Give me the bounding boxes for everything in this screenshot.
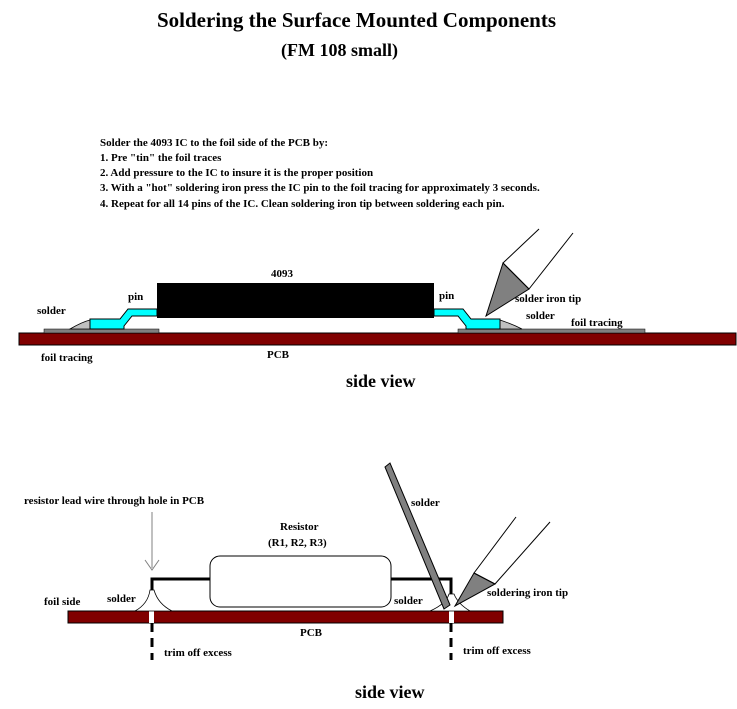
lead-wire-label: resistor lead wire through hole in PCB — [24, 495, 205, 507]
resistor-body — [209, 555, 392, 608]
top-solder-left — [68, 319, 91, 330]
pin-left-label: pin — [128, 291, 144, 303]
resistor-label: Resistor — [280, 521, 319, 533]
soldering-iron-tip-label: soldering iron tip — [487, 587, 569, 599]
foil-right-label: foil tracing — [571, 317, 623, 329]
bottom-solder-right — [429, 593, 472, 612]
lead-wire-arrow — [144, 559, 160, 571]
instructions-heading: Solder the 4093 IC to the foil side of t… — [100, 137, 329, 149]
page-subtitle: (FM 108 small) — [281, 40, 398, 60]
side-view-label-bottom: side view — [355, 682, 425, 702]
instruction-step-2: 2. Add pressure to the IC to insure it i… — [100, 167, 374, 179]
pin-right-label: pin — [439, 290, 455, 302]
foil-side-label: foil side — [44, 596, 81, 608]
solder-right-label-bottom: solder — [394, 595, 423, 607]
foil-left-label: foil tracing — [41, 352, 93, 364]
ic-body — [157, 283, 434, 318]
solder-left-label: solder — [37, 305, 66, 317]
instruction-step-3: 3. With a "hot" soldering iron press the… — [100, 182, 540, 194]
instruction-step-4: 4. Repeat for all 14 pins of the IC. Cle… — [100, 198, 505, 210]
instruction-step-1: 1. Pre "tin" the foil traces — [100, 152, 222, 164]
ic-label: 4093 — [271, 268, 293, 280]
top-solder-right — [499, 319, 523, 330]
ic-pin-left — [89, 308, 158, 330]
ic-pin-right — [433, 308, 501, 330]
solder-stick — [384, 462, 451, 610]
page-title: Soldering the Surface Mounted Components — [156, 8, 556, 32]
bottom-solder-left — [134, 589, 173, 612]
side-view-label-top: side view — [346, 371, 416, 391]
trim-left-label: trim off excess — [164, 647, 232, 659]
bottom-pcb-board — [67, 610, 504, 624]
top-foil-right — [457, 328, 646, 334]
top-foil-left — [43, 328, 160, 334]
solder-right-label: solder — [526, 310, 555, 322]
pcb-label-top: PCB — [267, 349, 289, 361]
trim-right-label: trim off excess — [463, 645, 531, 657]
resistor-parts-label: (R1, R2, R3) — [268, 537, 327, 549]
solder-iron-tip-label: solder iron tip — [515, 293, 582, 305]
solder-stick-label: solder — [411, 497, 440, 509]
top-pcb-board — [18, 332, 737, 346]
solder-left-label-bottom: solder — [107, 593, 136, 605]
pcb-label-bottom: PCB — [300, 627, 322, 639]
